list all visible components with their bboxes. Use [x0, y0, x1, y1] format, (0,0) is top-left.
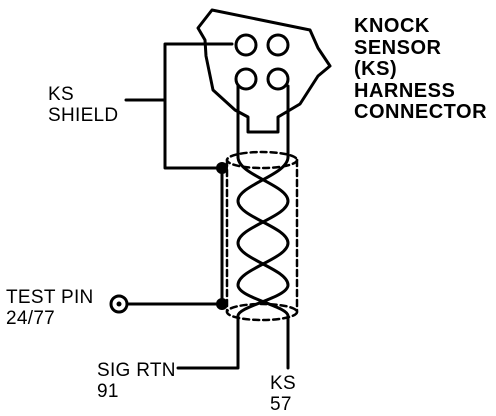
connector-title-label: KNOCK SENSOR (KS) HARNESS CONNECTOR [354, 15, 488, 124]
ks-label-line-1: KS [270, 373, 296, 394]
test-pin-label: TEST PIN 24/77 [6, 287, 94, 330]
ks-harness-connector [196, 8, 332, 134]
ks-label-line-2: 57 [270, 394, 292, 416]
connector-label-line-2: SENSOR [354, 36, 442, 59]
sig-rtn-label-line-2: 91 [97, 381, 119, 403]
connector-cavity-3 [234, 67, 258, 91]
shield-drain-wire [163, 42, 234, 170]
sig-rtn-label-line-1: SIG RTN [97, 360, 176, 381]
shield-splice-dot-lower [216, 298, 228, 310]
ks-shield-label-line-2: SHIELD [48, 105, 119, 127]
connector-label-line-3: (KS) [354, 58, 398, 81]
connector-label-line-4: HARNESS [354, 79, 456, 102]
test-pin-terminal-center [116, 301, 122, 307]
connector-cavity-2 [266, 33, 290, 57]
ks-shield-label-line-1: KS [48, 84, 74, 105]
ks-shield-label: KS SHIELD [48, 84, 118, 127]
connector-cavity-1 [234, 33, 258, 57]
twisted-pair-strand-a [236, 155, 290, 318]
ks-label: KS 57 [270, 373, 296, 416]
test-pin-label-line-1: TEST PIN [6, 287, 94, 308]
connector-housing [196, 8, 332, 134]
cable-shield [225, 150, 299, 322]
connector-cavity-4 [266, 67, 290, 91]
test-pin-label-line-2: 24/77 [6, 308, 56, 330]
shield-splice-dot-upper [216, 162, 228, 174]
twisted-pair-strand-b [236, 155, 290, 318]
connector-label-line-1: KNOCK [354, 15, 430, 37]
sig-rtn-label: SIG RTN 91 [97, 360, 176, 403]
sig-rtn-conductor-lower [176, 314, 240, 370]
twisted-pair [236, 155, 290, 318]
connector-label-line-5: CONNECTOR [354, 101, 488, 124]
